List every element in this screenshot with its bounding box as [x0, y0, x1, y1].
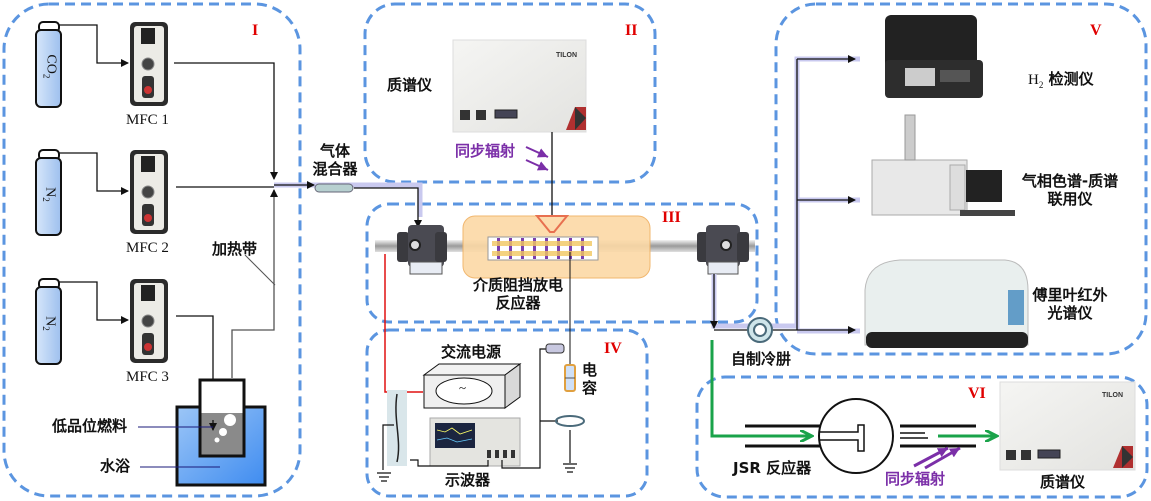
line-mfc1-junction: [174, 62, 278, 180]
section-III-border: [365, 202, 759, 324]
section-numeral-VI: VI: [968, 385, 986, 402]
gas-mixer: [314, 183, 354, 193]
ac-power-label: 交流电源: [441, 343, 502, 361]
section-I-border: [2, 2, 302, 498]
water-bath: [175, 378, 267, 487]
cylinder-n2-2: [35, 278, 62, 365]
section-numeral-II: II: [625, 22, 638, 39]
capacitor: [564, 364, 576, 392]
section-numeral-I: I: [252, 22, 259, 39]
oscilloscope: [429, 417, 521, 467]
line-bath-junction: [231, 189, 278, 378]
line-n2-mfc2: [58, 152, 129, 195]
mfc-1-label: MFC 1: [126, 112, 169, 128]
heating-tape-leader: [244, 254, 276, 286]
probe-to-scope: [410, 459, 489, 467]
ac-symbol: ~: [459, 380, 467, 395]
cylinder-label-co2: CO2: [41, 54, 59, 79]
mfc-3-device: [130, 279, 168, 363]
h2-detector-device: [885, 15, 983, 98]
right-fitting: [697, 225, 749, 275]
section-VI-border: [695, 375, 1149, 499]
section-V-border: [774, 2, 1148, 356]
cylinder-co2: [35, 21, 62, 108]
ac-power-supply: [422, 363, 522, 409]
ms-vi-brand: TILON: [1102, 392, 1123, 399]
h2-detector-label: H2 检测仪: [1028, 70, 1094, 90]
synchrotron-label-ii: 同步辐射: [455, 142, 516, 160]
heating-tape-label: 加热带: [212, 240, 258, 258]
gas-mixer-label: 气体混合器: [312, 142, 358, 178]
green-flow-in: [710, 340, 812, 436]
line-n2-mfc3: [58, 281, 129, 324]
gcms-device: [871, 114, 1015, 216]
water-bath-label: 水浴: [100, 457, 131, 475]
section-II-border: [363, 2, 657, 184]
ftir-device: [864, 259, 1029, 348]
mass-spectrometer-ii: [452, 39, 587, 133]
gcms-label: 气相色谱-质谱联用仪: [1021, 172, 1119, 208]
ms-ii-label: 质谱仪: [387, 76, 433, 94]
cylinder-label-n2-1: N2: [40, 187, 58, 202]
mfc-2-device: [130, 150, 168, 234]
section-IV-border: [365, 328, 649, 498]
ms-ii-brand: TILON: [556, 52, 577, 59]
section-numeral-V: V: [1090, 22, 1102, 39]
jsr-reactor-label: JSR 反应器: [733, 459, 812, 477]
hv-probe: [387, 390, 407, 466]
current-coil: [555, 415, 585, 427]
gas-cylinders: [35, 21, 62, 365]
dbd-reactor-label: 介质阻挡放电反应器: [472, 276, 563, 312]
mfc-1-device: [130, 22, 168, 106]
mfc-3-label: MFC 3: [126, 369, 169, 385]
dbd-reactor: [375, 215, 755, 378]
cold-trap: [747, 317, 773, 343]
section-numeral-III: III: [662, 209, 681, 226]
synchrotron-label-vi: 同步辐射: [885, 470, 946, 488]
capacitor-label: 电容: [582, 361, 598, 397]
fuel-label: 低品位燃料: [52, 417, 128, 435]
line-co2-mfc1: [58, 24, 129, 67]
section-numeral-IV: IV: [604, 340, 622, 357]
ac-wire: [384, 254, 423, 393]
ftir-label: 傅里叶红外光谱仪: [1032, 286, 1108, 322]
synchrotron-arrows-vi: [913, 446, 961, 470]
measure-probe: [545, 343, 565, 354]
cylinder-n2-1: [35, 149, 62, 236]
synchrotron-arrows-ii: [525, 146, 549, 171]
probe-ground: [382, 424, 394, 470]
oscilloscope-label: 示波器: [445, 471, 491, 489]
mfc-2-label: MFC 2: [126, 240, 169, 256]
mfc-devices: [130, 22, 168, 363]
ms-vi-label: 质谱仪: [1040, 473, 1086, 491]
cylinder-label-n2-2: N2: [40, 316, 58, 331]
line-mixer-reactor: [354, 187, 422, 228]
jsr-reactor: [745, 398, 976, 474]
mass-spectrometer-vi: [999, 381, 1136, 471]
left-fitting: [397, 225, 447, 275]
cold-trap-label: 自制冷肼: [731, 350, 792, 368]
scope-to-measure: [501, 348, 546, 469]
